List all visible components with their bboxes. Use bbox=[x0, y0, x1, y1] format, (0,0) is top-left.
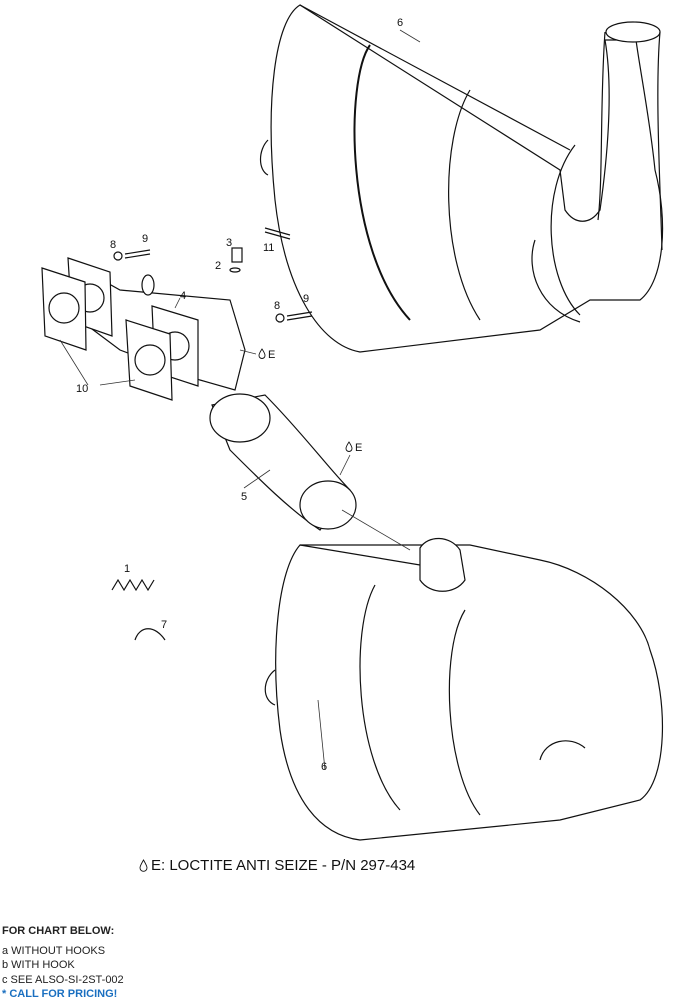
exhaust-elbow bbox=[209, 393, 357, 531]
callout-5: 5 bbox=[241, 491, 247, 503]
callout-2: 2 bbox=[215, 260, 221, 272]
callout-9-right: 9 bbox=[303, 293, 309, 305]
call-for-pricing: * CALL FOR PRICING! bbox=[2, 988, 118, 1000]
note-item: b WITH HOOK bbox=[2, 959, 75, 971]
note-item: a WITHOUT HOOKS bbox=[2, 944, 106, 957]
callout-e-2: E bbox=[355, 442, 362, 454]
callout-10: 10 bbox=[76, 383, 88, 395]
callout-3: 3 bbox=[226, 237, 232, 249]
note-item: c SEE ALSO-SI-2ST-002 bbox=[2, 973, 124, 986]
callout-11: 11 bbox=[263, 242, 274, 254]
notes-heading: FOR CHART BELOW: bbox=[2, 925, 115, 937]
leader-lines bbox=[59, 29, 421, 771]
droplet-icon bbox=[345, 441, 353, 452]
small-parts bbox=[111, 227, 313, 641]
muffler-bottom bbox=[264, 537, 664, 841]
callouts: 6 9 8 3 2 11 4 8 9 E 10 E 5 1 7 6 bbox=[76, 17, 403, 773]
chart-notes: FOR CHART BELOW: a WITHOUT HOOKS b WITH … bbox=[2, 924, 124, 1002]
droplet-icon bbox=[258, 348, 266, 359]
callout-6-bottom: 6 bbox=[321, 761, 327, 773]
callout-6-top: 6 bbox=[397, 17, 403, 29]
muffler-top bbox=[259, 4, 664, 353]
callout-1: 1 bbox=[124, 563, 130, 575]
legend-text: E: LOCTITE ANTI SEIZE - P/N 297-434 bbox=[151, 857, 416, 874]
droplet-icon bbox=[139, 859, 148, 872]
callout-7: 7 bbox=[161, 619, 167, 631]
callout-4: 4 bbox=[180, 290, 186, 302]
callout-9-left: 9 bbox=[142, 233, 148, 245]
exhaust-manifold bbox=[41, 257, 246, 401]
callout-8-right: 8 bbox=[274, 300, 280, 312]
loctite-legend: E: LOCTITE ANTI SEIZE - P/N 297-434 bbox=[139, 857, 415, 874]
callout-8-left: 8 bbox=[110, 239, 116, 251]
callout-e-1: E bbox=[268, 349, 275, 361]
